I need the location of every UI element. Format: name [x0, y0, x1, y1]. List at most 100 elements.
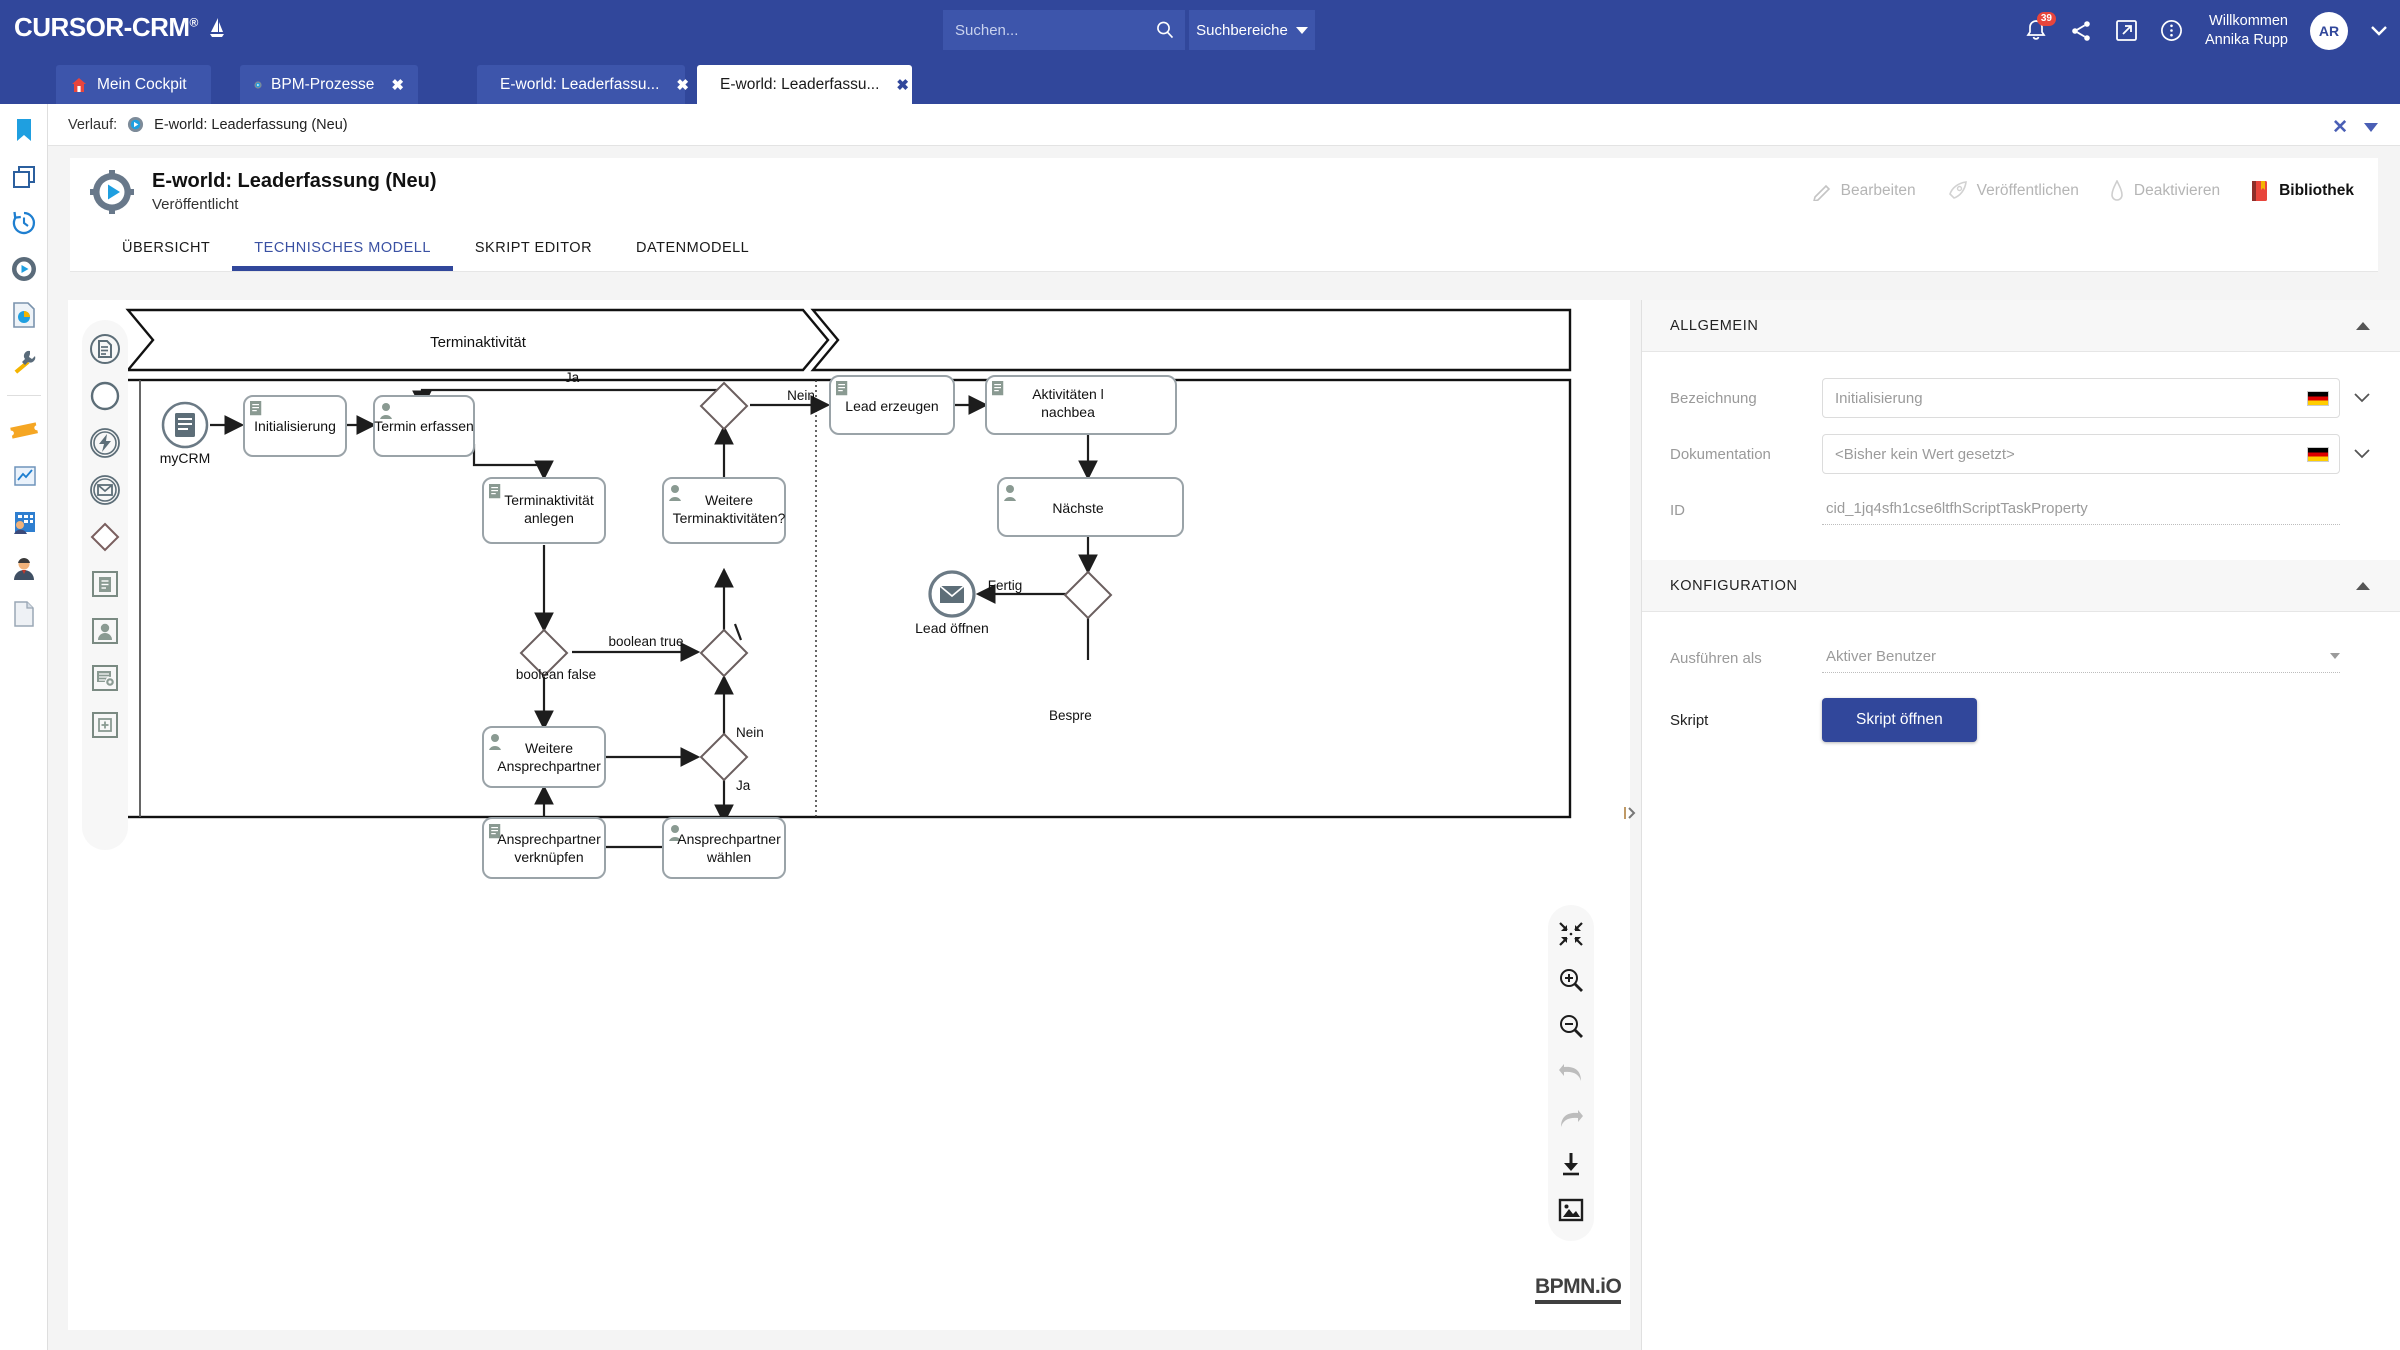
service-task-icon[interactable] — [86, 659, 124, 697]
caret-down-icon[interactable] — [2364, 120, 2378, 136]
script-task-icon — [836, 381, 848, 396]
dokumentation-expand-chevron-down-icon[interactable] — [2340, 449, 2370, 459]
tab-eworld-leaderfassung-1[interactable]: E-world: Leaderfassu... ✖ — [477, 65, 689, 104]
open-script-button[interactable]: Skript öffnen — [1822, 698, 1977, 742]
redo-icon[interactable] — [1554, 1101, 1588, 1135]
process-gear-icon — [128, 116, 144, 133]
search-input[interactable] — [943, 10, 1185, 50]
welcome-text: Willkommen Annika Rupp — [2205, 12, 2288, 50]
home-icon — [72, 77, 86, 92]
user-task-icon — [669, 825, 681, 841]
breadcrumb-actions: ✕ — [2332, 116, 2378, 139]
close-icon[interactable]: ✕ — [2332, 117, 2348, 138]
notification-bell-icon[interactable]: 39 — [2025, 11, 2056, 43]
panel-collapse-handle[interactable] — [1622, 800, 1638, 826]
data-object-event-icon[interactable] — [86, 330, 124, 368]
gateway-5 — [1063, 570, 1113, 620]
tab-bpm-prozesse[interactable]: BPM-Prozesse ✖ — [240, 65, 418, 104]
script-task-icon — [489, 484, 501, 499]
tab-close-icon[interactable]: ✖ — [896, 76, 909, 94]
field-dokumentation: Dokumentation <Bisher kein Wert gesetzt> — [1670, 426, 2370, 482]
tools-icon[interactable] — [9, 346, 39, 376]
search-icon[interactable] — [1155, 20, 1175, 45]
export-image-icon[interactable] — [1554, 1193, 1588, 1227]
share-icon[interactable] — [2069, 19, 2093, 43]
start-event-mycrm[interactable]: myCRM — [160, 401, 211, 466]
section-header-allgemein[interactable]: ALLGEMEIN — [1642, 300, 2400, 352]
task-ansprechpartner-waehlen[interactable]: Ansprechpartner wählen — [662, 817, 786, 879]
deactivate-button[interactable]: Deaktivieren — [2109, 180, 2220, 202]
field-label: ID — [1670, 501, 1685, 519]
publish-button[interactable]: Veröffentlichen — [1946, 181, 2079, 201]
deactivate-icon — [2111, 180, 2123, 201]
subprocess-icon[interactable] — [86, 706, 124, 744]
report-chart-icon[interactable] — [9, 300, 39, 330]
bpmn-io-watermark: BPMN.iO — [1535, 1275, 1622, 1304]
task-weitere-ansprechpartner[interactable]: Weitere Ansprechpartner — [482, 726, 606, 788]
tab-eworld-leaderfassung-2[interactable]: E-world: Leaderfassu... ✖ — [697, 65, 912, 104]
windows-icon[interactable] — [9, 162, 39, 192]
task-terminaktivitaet-anlegen[interactable]: Terminaktivität anlegen — [482, 477, 606, 544]
edit-button[interactable]: Bearbeiten — [1812, 181, 1916, 201]
history-icon[interactable] — [9, 208, 39, 238]
fit-viewport-icon[interactable] — [1554, 917, 1588, 951]
section-header-konfiguration[interactable]: KONFIGURATION — [1642, 560, 2400, 612]
open-external-icon[interactable] — [2115, 19, 2138, 42]
document-icon[interactable] — [9, 599, 39, 629]
search-input-wrapper[interactable] — [943, 10, 1185, 50]
info-icon[interactable] — [2160, 19, 2183, 42]
brand-registered-mark: ® — [189, 15, 199, 30]
task-naechste[interactable]: Nächste — [997, 477, 1184, 537]
bezeichnung-input[interactable]: Initialisierung — [1822, 378, 2340, 418]
task-termin-erfassen[interactable]: Termin erfassen — [373, 395, 475, 457]
user-menu-chevron-down-icon[interactable] — [2370, 24, 2388, 37]
bpmn-canvas[interactable]: Terminaktivität CRM — [68, 300, 1630, 1330]
none-event-icon[interactable] — [86, 377, 124, 415]
search-scope-button[interactable]: Suchbereiche — [1189, 10, 1315, 50]
tab-mein-cockpit[interactable]: Mein Cockpit — [56, 65, 211, 104]
undo-icon[interactable] — [1554, 1055, 1588, 1089]
person-icon[interactable] — [9, 553, 39, 583]
gateway-diamond-icon[interactable] — [86, 518, 124, 556]
tab-technisches-modell[interactable]: TECHNISCHES MODELL — [232, 225, 453, 271]
ticket-icon[interactable] — [9, 415, 39, 445]
zoom-in-icon[interactable] — [1554, 963, 1588, 997]
page-actions: Bearbeiten Veröffentlichen Deaktivieren … — [1812, 180, 2354, 202]
welcome-greeting: Willkommen — [2209, 12, 2288, 29]
person-grid-icon[interactable] — [9, 507, 39, 537]
status-badge: Veröffentlicht — [152, 196, 239, 213]
tab-skript-editor[interactable]: SKRIPT EDITOR — [453, 225, 614, 271]
task-ansprechpartner-verknuepfen[interactable]: Ansprechpartner verknüpfen — [482, 817, 606, 879]
ausfuehren-als-select[interactable]: Aktiver Benutzer — [1822, 643, 2340, 673]
signal-event-icon[interactable] — [86, 424, 124, 462]
brand-text: CURSOR-CRM — [14, 12, 190, 42]
zoom-out-icon[interactable] — [1554, 1009, 1588, 1043]
dokumentation-input[interactable]: <Bisher kein Wert gesetzt> — [1822, 434, 2340, 474]
app-logo: CURSOR-CRM® — [14, 12, 225, 43]
bookmark-icon[interactable] — [9, 116, 39, 146]
library-button[interactable]: Bibliothek — [2250, 180, 2354, 202]
download-icon[interactable] — [1554, 1147, 1588, 1181]
tab-datenmodell[interactable]: DATENMODELL — [614, 225, 771, 271]
breadcrumb-entry[interactable]: E-world: Leaderfassung (Neu) — [154, 116, 348, 133]
task-weitere-terminaktivitaeten[interactable]: Weitere Terminaktivitäten? — [662, 477, 786, 544]
task-lead-erzeugen[interactable]: Lead erzeugen — [829, 375, 955, 435]
bezeichnung-expand-chevron-down-icon[interactable] — [2340, 393, 2370, 403]
script-task-icon[interactable] — [86, 565, 124, 603]
gateways[interactable] — [519, 381, 1113, 782]
chart-document-icon[interactable] — [9, 461, 39, 491]
avatar[interactable]: AR — [2310, 11, 2348, 50]
task-aktivitaeten-nachbearbeiten[interactable]: Aktivitäten l nachbea — [985, 375, 1177, 435]
top-bar: CURSOR-CRM® Suchbereiche 39 — [0, 0, 2400, 61]
task-initialisierung[interactable]: Initialisierung — [243, 395, 347, 457]
tab-uebersicht[interactable]: ÜBERSICHT — [100, 225, 232, 271]
process-gear-icon[interactable] — [9, 254, 39, 284]
tab-close-icon[interactable]: ✖ — [676, 76, 689, 94]
chevron-up-icon[interactable] — [2356, 321, 2370, 330]
tab-close-icon[interactable]: ✖ — [391, 76, 404, 94]
chevron-up-icon[interactable] — [2356, 581, 2370, 590]
end-event-lead-oeffnen[interactable]: Lead öffnen — [915, 570, 989, 636]
message-event-icon[interactable] — [86, 471, 124, 509]
user-task-icon[interactable] — [86, 612, 124, 650]
bpmn-diagram[interactable]: Terminaktivität CRM — [68, 300, 1630, 1330]
